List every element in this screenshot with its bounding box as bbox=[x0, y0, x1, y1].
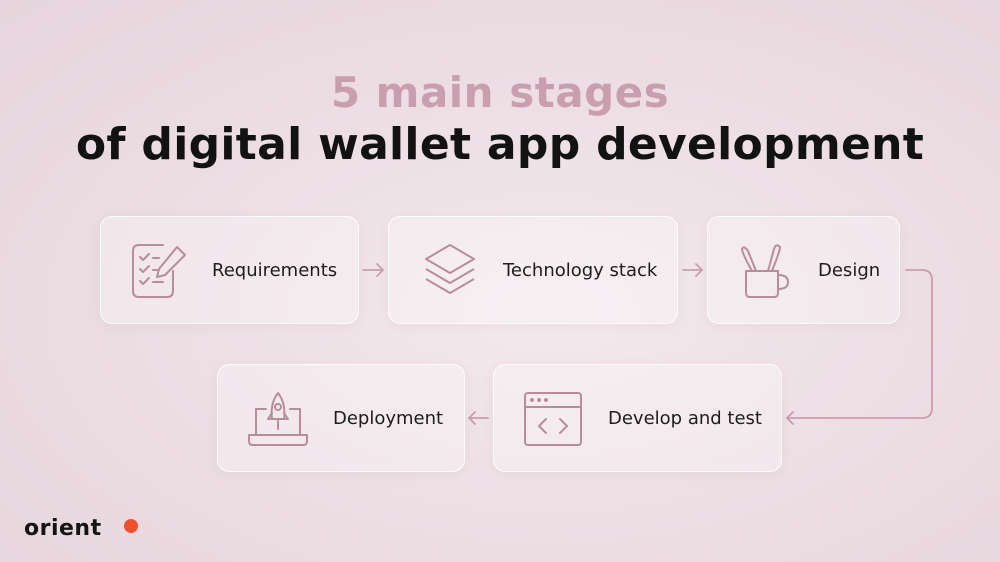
arrow-design-to-develop bbox=[786, 269, 933, 425]
stage-label-deployment: Deployment bbox=[333, 408, 444, 429]
stage-label-develop-and-test: Develop and test bbox=[608, 408, 762, 429]
stage-card-deployment: Deployment bbox=[217, 364, 465, 472]
arrow-develop-to-deployment bbox=[468, 411, 489, 425]
stage-label-technology-stack: Technology stack bbox=[503, 260, 658, 281]
orient-logo: orient bbox=[24, 516, 102, 541]
arrow-requirements-to-technology bbox=[362, 263, 384, 277]
checklist-icon bbox=[132, 244, 186, 298]
logo-dot bbox=[124, 519, 138, 533]
laptop-rocket-icon bbox=[248, 392, 308, 446]
stage-label-requirements: Requirements bbox=[212, 260, 338, 281]
stage-label-design: Design bbox=[818, 260, 881, 281]
code-window-icon bbox=[524, 392, 582, 446]
stage-card-design: Design bbox=[707, 216, 900, 324]
layers-icon bbox=[425, 244, 475, 294]
stage-card-requirements: Requirements bbox=[100, 216, 359, 324]
stage-card-develop-and-test: Develop and test bbox=[493, 364, 782, 472]
title-line-2: of digital wallet app development bbox=[75, 119, 925, 170]
title-line-1: 5 main stages bbox=[330, 68, 670, 117]
stage-card-technology-stack: Technology stack bbox=[388, 216, 678, 324]
paint-brush-cup-icon bbox=[741, 244, 789, 298]
arrow-technology-to-design bbox=[682, 263, 703, 277]
